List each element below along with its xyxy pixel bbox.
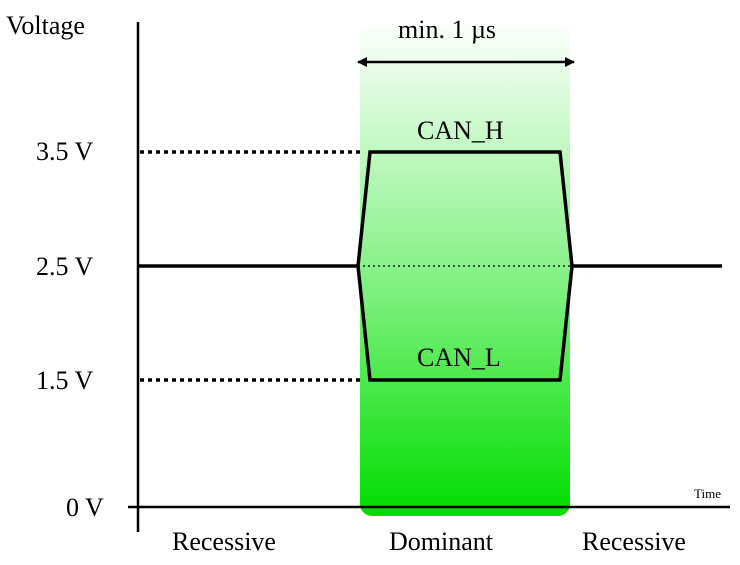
region-label-recessive-right: Recessive	[582, 527, 686, 556]
y-axis-title: Voltage	[6, 11, 85, 40]
series-label-can-h: CAN_H	[417, 116, 504, 145]
region-label-recessive-left: Recessive	[172, 527, 276, 556]
series-label-can-l: CAN_L	[417, 343, 501, 372]
can-l-waveform	[356, 265, 574, 382]
can-h-waveform	[356, 150, 574, 267]
region-label-dominant: Dominant	[389, 527, 494, 556]
duration-annotation: min. 1 µs	[398, 15, 496, 44]
dominant-highlight-band	[360, 20, 570, 516]
y-tick-label: 3.5 V	[36, 137, 94, 166]
y-tick-label: 0 V	[66, 493, 104, 522]
y-tick-label: 2.5 V	[36, 252, 94, 281]
y-tick-label: 1.5 V	[36, 366, 94, 395]
x-axis-title: Time	[694, 486, 721, 501]
